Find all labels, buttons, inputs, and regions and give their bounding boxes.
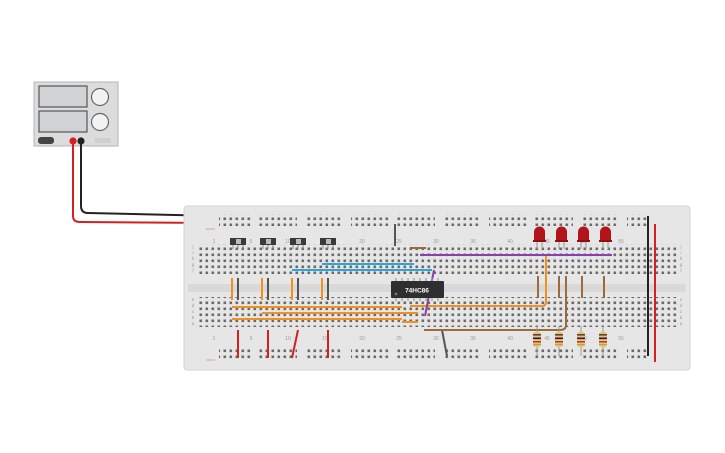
column-number: 1: [213, 239, 216, 245]
ic-74hc86[interactable]: 74HC86: [391, 278, 444, 301]
row-letter: d: [680, 303, 683, 308]
column-number: 25: [396, 239, 402, 245]
row-letter: g: [680, 262, 683, 267]
column-number: 15: [322, 336, 328, 342]
voltage-knob[interactable]: [90, 87, 110, 107]
resistors[interactable]: [533, 326, 607, 356]
top-power-rail: [219, 214, 649, 226]
ic-label: 74HC86: [405, 288, 429, 295]
column-number: 5: [250, 336, 253, 342]
dark-jumpers[interactable]: [237, 224, 448, 357]
resistor[interactable]: [555, 326, 563, 356]
leds[interactable]: [533, 226, 612, 249]
row-letter: c: [192, 309, 195, 314]
blue-wires[interactable]: [292, 263, 432, 271]
row-letter: g: [192, 262, 195, 267]
resistor[interactable]: [533, 326, 541, 356]
power-supply[interactable]: [33, 81, 119, 147]
led[interactable]: [577, 226, 590, 249]
row-letter: e: [680, 297, 683, 302]
row-letter: b: [680, 315, 683, 320]
row-letter: a: [192, 321, 195, 326]
row-letter: h: [192, 256, 195, 261]
row-letter: j: [192, 244, 194, 249]
column-number: 10: [285, 336, 291, 342]
row-letter: i: [193, 250, 194, 255]
column-number: 25: [396, 336, 402, 342]
bottom-power-rail: [219, 348, 649, 360]
column-number: 45: [544, 336, 550, 342]
slide-switch[interactable]: [290, 238, 306, 249]
column-number: 1: [213, 336, 216, 342]
resistor[interactable]: [599, 326, 607, 356]
row-letter: a: [680, 321, 683, 326]
column-number: 40: [507, 239, 513, 245]
row-letter: j: [680, 244, 682, 249]
row-letter: b: [192, 315, 195, 320]
current-knob[interactable]: [90, 112, 110, 132]
voltage-display: [38, 85, 88, 108]
column-number: 35: [470, 336, 476, 342]
row-letter: d: [192, 303, 195, 308]
column-number: 10: [285, 239, 291, 245]
led[interactable]: [555, 226, 568, 249]
top-terminal-strip: [197, 244, 677, 274]
column-number: 30: [433, 336, 439, 342]
power-jumpers[interactable]: [237, 329, 329, 359]
column-number: 35: [470, 239, 476, 245]
brand-plate: [95, 138, 111, 143]
current-display: [38, 110, 88, 133]
resistor[interactable]: [577, 326, 585, 356]
slide-switch[interactable]: [230, 238, 246, 249]
slide-switches[interactable]: [230, 238, 336, 249]
row-letter: i: [681, 250, 682, 255]
row-letter: f: [680, 268, 682, 273]
column-number: 20: [359, 239, 365, 245]
column-number: 20: [359, 336, 365, 342]
ground-lead[interactable]: [80, 141, 219, 217]
row-letter: f: [192, 268, 194, 273]
column-number: 45: [544, 239, 550, 245]
brown-wires[interactable]: [410, 247, 605, 331]
column-number: 5: [250, 239, 253, 245]
power-switch[interactable]: [38, 137, 54, 144]
row-letter: e: [192, 297, 195, 302]
led[interactable]: [599, 226, 612, 249]
slide-switch[interactable]: [260, 238, 276, 249]
slide-switch[interactable]: [320, 238, 336, 249]
row-letter: c: [680, 309, 683, 314]
led[interactable]: [533, 226, 546, 249]
column-number: 55: [618, 239, 624, 245]
column-number: 55: [618, 336, 624, 342]
orange-wires[interactable]: [231, 254, 547, 323]
row-letter: h: [680, 256, 683, 261]
power-lead[interactable]: [72, 141, 219, 224]
column-number: 40: [507, 336, 513, 342]
column-number: 30: [433, 239, 439, 245]
